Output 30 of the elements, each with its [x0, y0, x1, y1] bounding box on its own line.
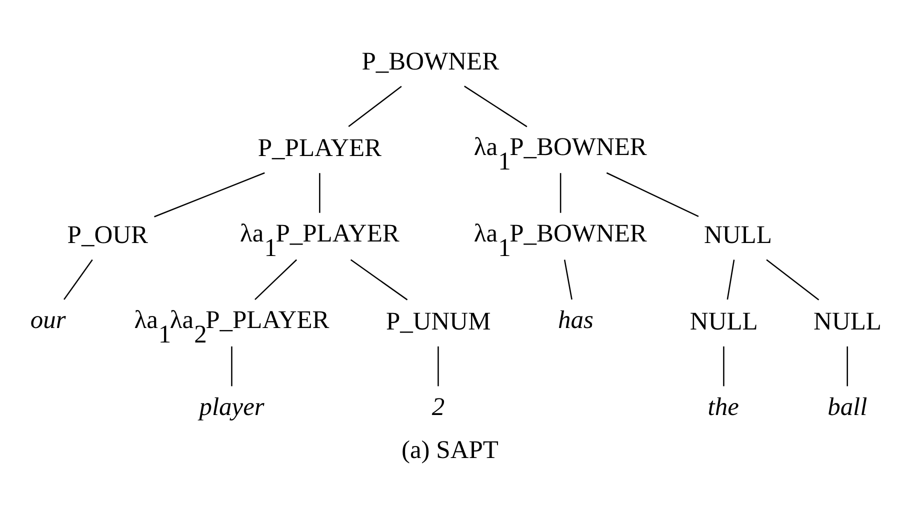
connector: [464, 85, 528, 127]
node-text: our: [30, 304, 66, 334]
node-text: NULL: [704, 219, 772, 248]
connector: [726, 259, 735, 300]
caption: (a) SAPT: [402, 434, 498, 464]
connector: [319, 172, 320, 212]
connector: [64, 258, 93, 300]
node-text: player: [199, 391, 264, 420]
connector: [564, 259, 572, 300]
connector: [438, 346, 439, 386]
connector: [254, 258, 297, 300]
node-text: ball: [828, 391, 868, 420]
connector: [766, 258, 820, 300]
connector: [846, 346, 848, 386]
connector: [560, 172, 562, 212]
connector: [350, 258, 408, 300]
node-text: P_PLAYER: [258, 132, 382, 162]
node-text: P_BOWNER: [362, 46, 500, 75]
connector: [348, 85, 402, 126]
connector: [231, 346, 232, 386]
node-text: has: [558, 304, 594, 334]
connector: [606, 172, 699, 217]
connector: [723, 346, 724, 386]
node-text: NULL: [814, 306, 882, 335]
node-text: NULL: [690, 306, 758, 335]
node-text: 2: [432, 391, 445, 420]
connector: [154, 172, 265, 217]
node-text: P_UNUM: [386, 306, 491, 335]
node-text: P_OUR: [67, 219, 148, 248]
node-text: the: [708, 391, 739, 420]
